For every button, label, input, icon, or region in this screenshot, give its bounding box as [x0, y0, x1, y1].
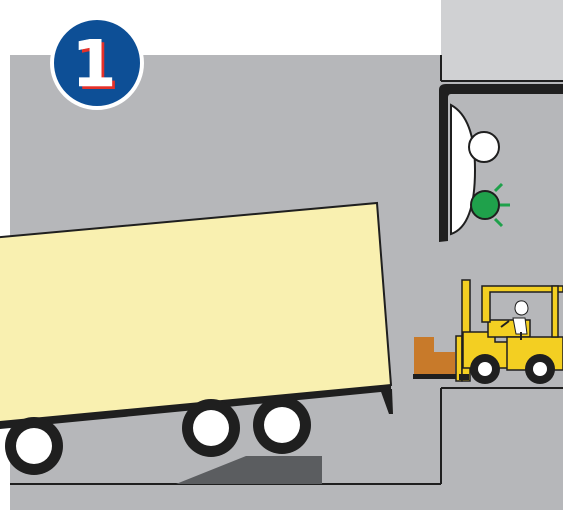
upper-right-wall-panel: [441, 0, 563, 81]
trailer-rear-bumper: [380, 389, 393, 414]
step-number-badge: 1 1: [50, 16, 144, 110]
signal-light-green-icon: [470, 190, 500, 220]
truck-wheels: [5, 396, 311, 475]
truck-trailer-icon: [0, 201, 393, 430]
step-number-shadow: 1: [75, 31, 120, 105]
signal-light-top-icon: [468, 131, 500, 163]
forklift-icon: [455, 279, 563, 384]
wheel-ramp: [176, 456, 322, 484]
traffic-light-icon: [439, 84, 563, 242]
step-number: 1: [72, 28, 117, 102]
cargo-boxes-icon: [413, 337, 456, 379]
